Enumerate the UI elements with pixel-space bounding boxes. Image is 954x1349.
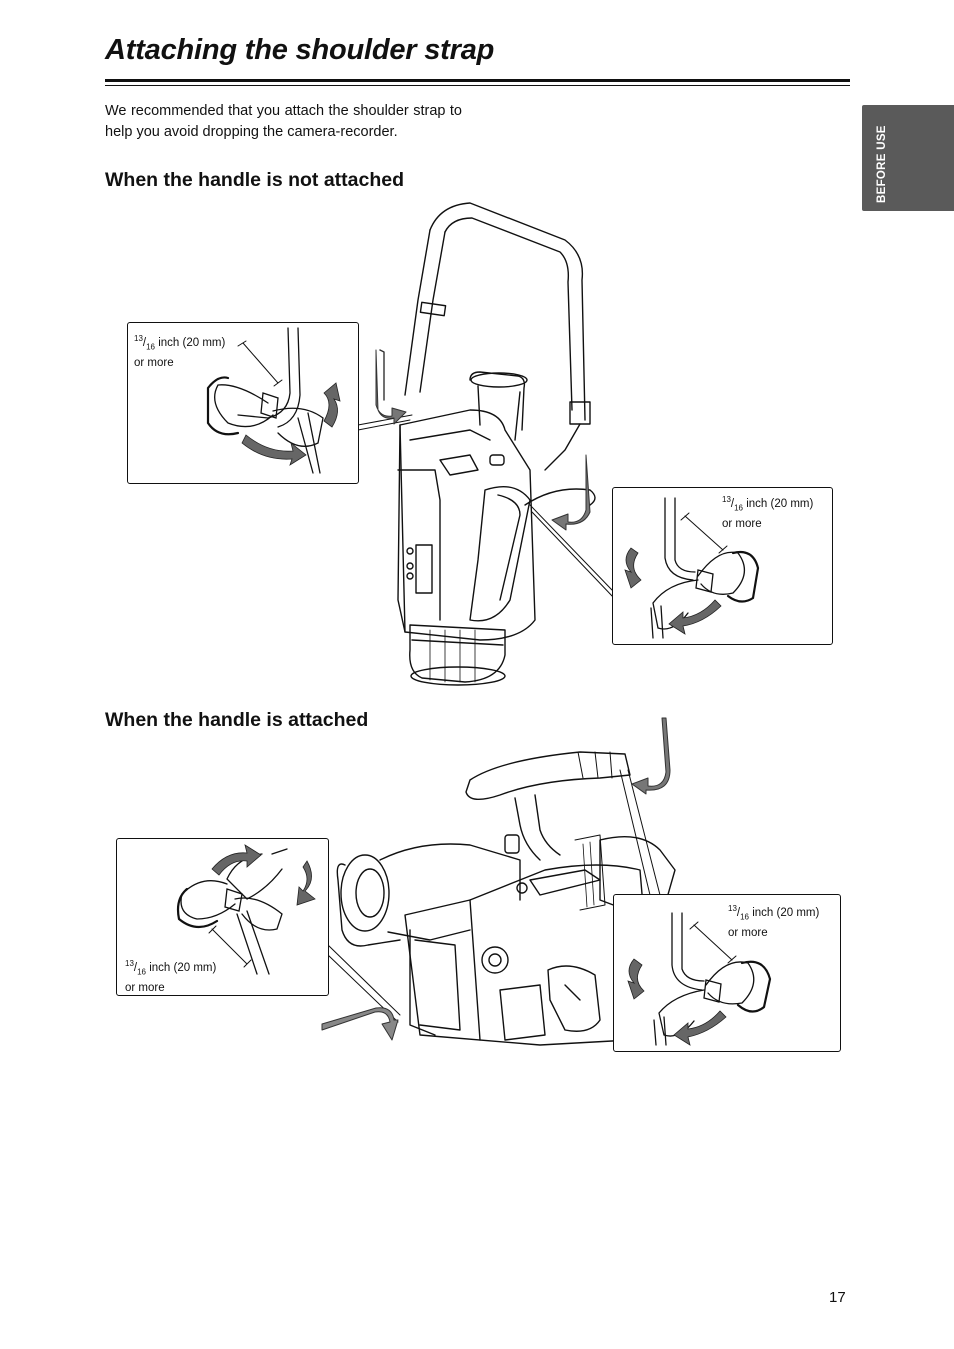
callout-lower-left: 13/16 inch (20 mm) or more bbox=[116, 838, 329, 996]
intro-paragraph: We recommended that you attach the shoul… bbox=[105, 103, 462, 140]
title-rule-thin bbox=[105, 85, 850, 86]
title-rule-thick bbox=[105, 79, 850, 82]
callout-label-2: 13/16 inch (20 mm) or more bbox=[722, 495, 814, 531]
callout-label-3: 13/16 inch (20 mm) or more bbox=[125, 959, 217, 995]
callout-lower-right: 13/16 inch (20 mm) or more bbox=[613, 894, 841, 1052]
arrow-upper-left bbox=[375, 349, 407, 425]
arrow-lower-left bbox=[321, 1007, 399, 1041]
strap-loop-detail-1 bbox=[206, 327, 324, 474]
curved-arrows-3 bbox=[211, 844, 316, 906]
callout-upper-left: 13/16 inch (20 mm) or more bbox=[127, 322, 359, 484]
page-title: Attaching the shoulder strap bbox=[105, 34, 495, 66]
curved-arrows-1 bbox=[241, 382, 341, 466]
curved-arrows-2 bbox=[624, 547, 722, 635]
strap-loop-detail-3 bbox=[176, 848, 288, 975]
callout-upper-right: 13/16 inch (20 mm) or more bbox=[612, 487, 833, 645]
heading-handle-attached: When the handle is attached bbox=[105, 709, 369, 731]
curved-arrows-4 bbox=[627, 958, 727, 1046]
arrow-upper-right bbox=[551, 454, 591, 531]
arrow-lower-top bbox=[631, 717, 671, 795]
camera-upright-drawing bbox=[357, 202, 615, 686]
callout-label-1: 13/16 inch (20 mm) or more bbox=[134, 334, 226, 370]
callout-label-4: 13/16 inch (20 mm) or more bbox=[728, 904, 820, 940]
page-number: 17 bbox=[829, 1289, 846, 1306]
strap-loop-detail-2 bbox=[650, 497, 760, 639]
heading-handle-not-attached: When the handle is not attached bbox=[105, 169, 405, 191]
section-side-tab: BEFORE USE bbox=[862, 105, 954, 211]
camera-horizontal-drawing bbox=[327, 751, 676, 1046]
